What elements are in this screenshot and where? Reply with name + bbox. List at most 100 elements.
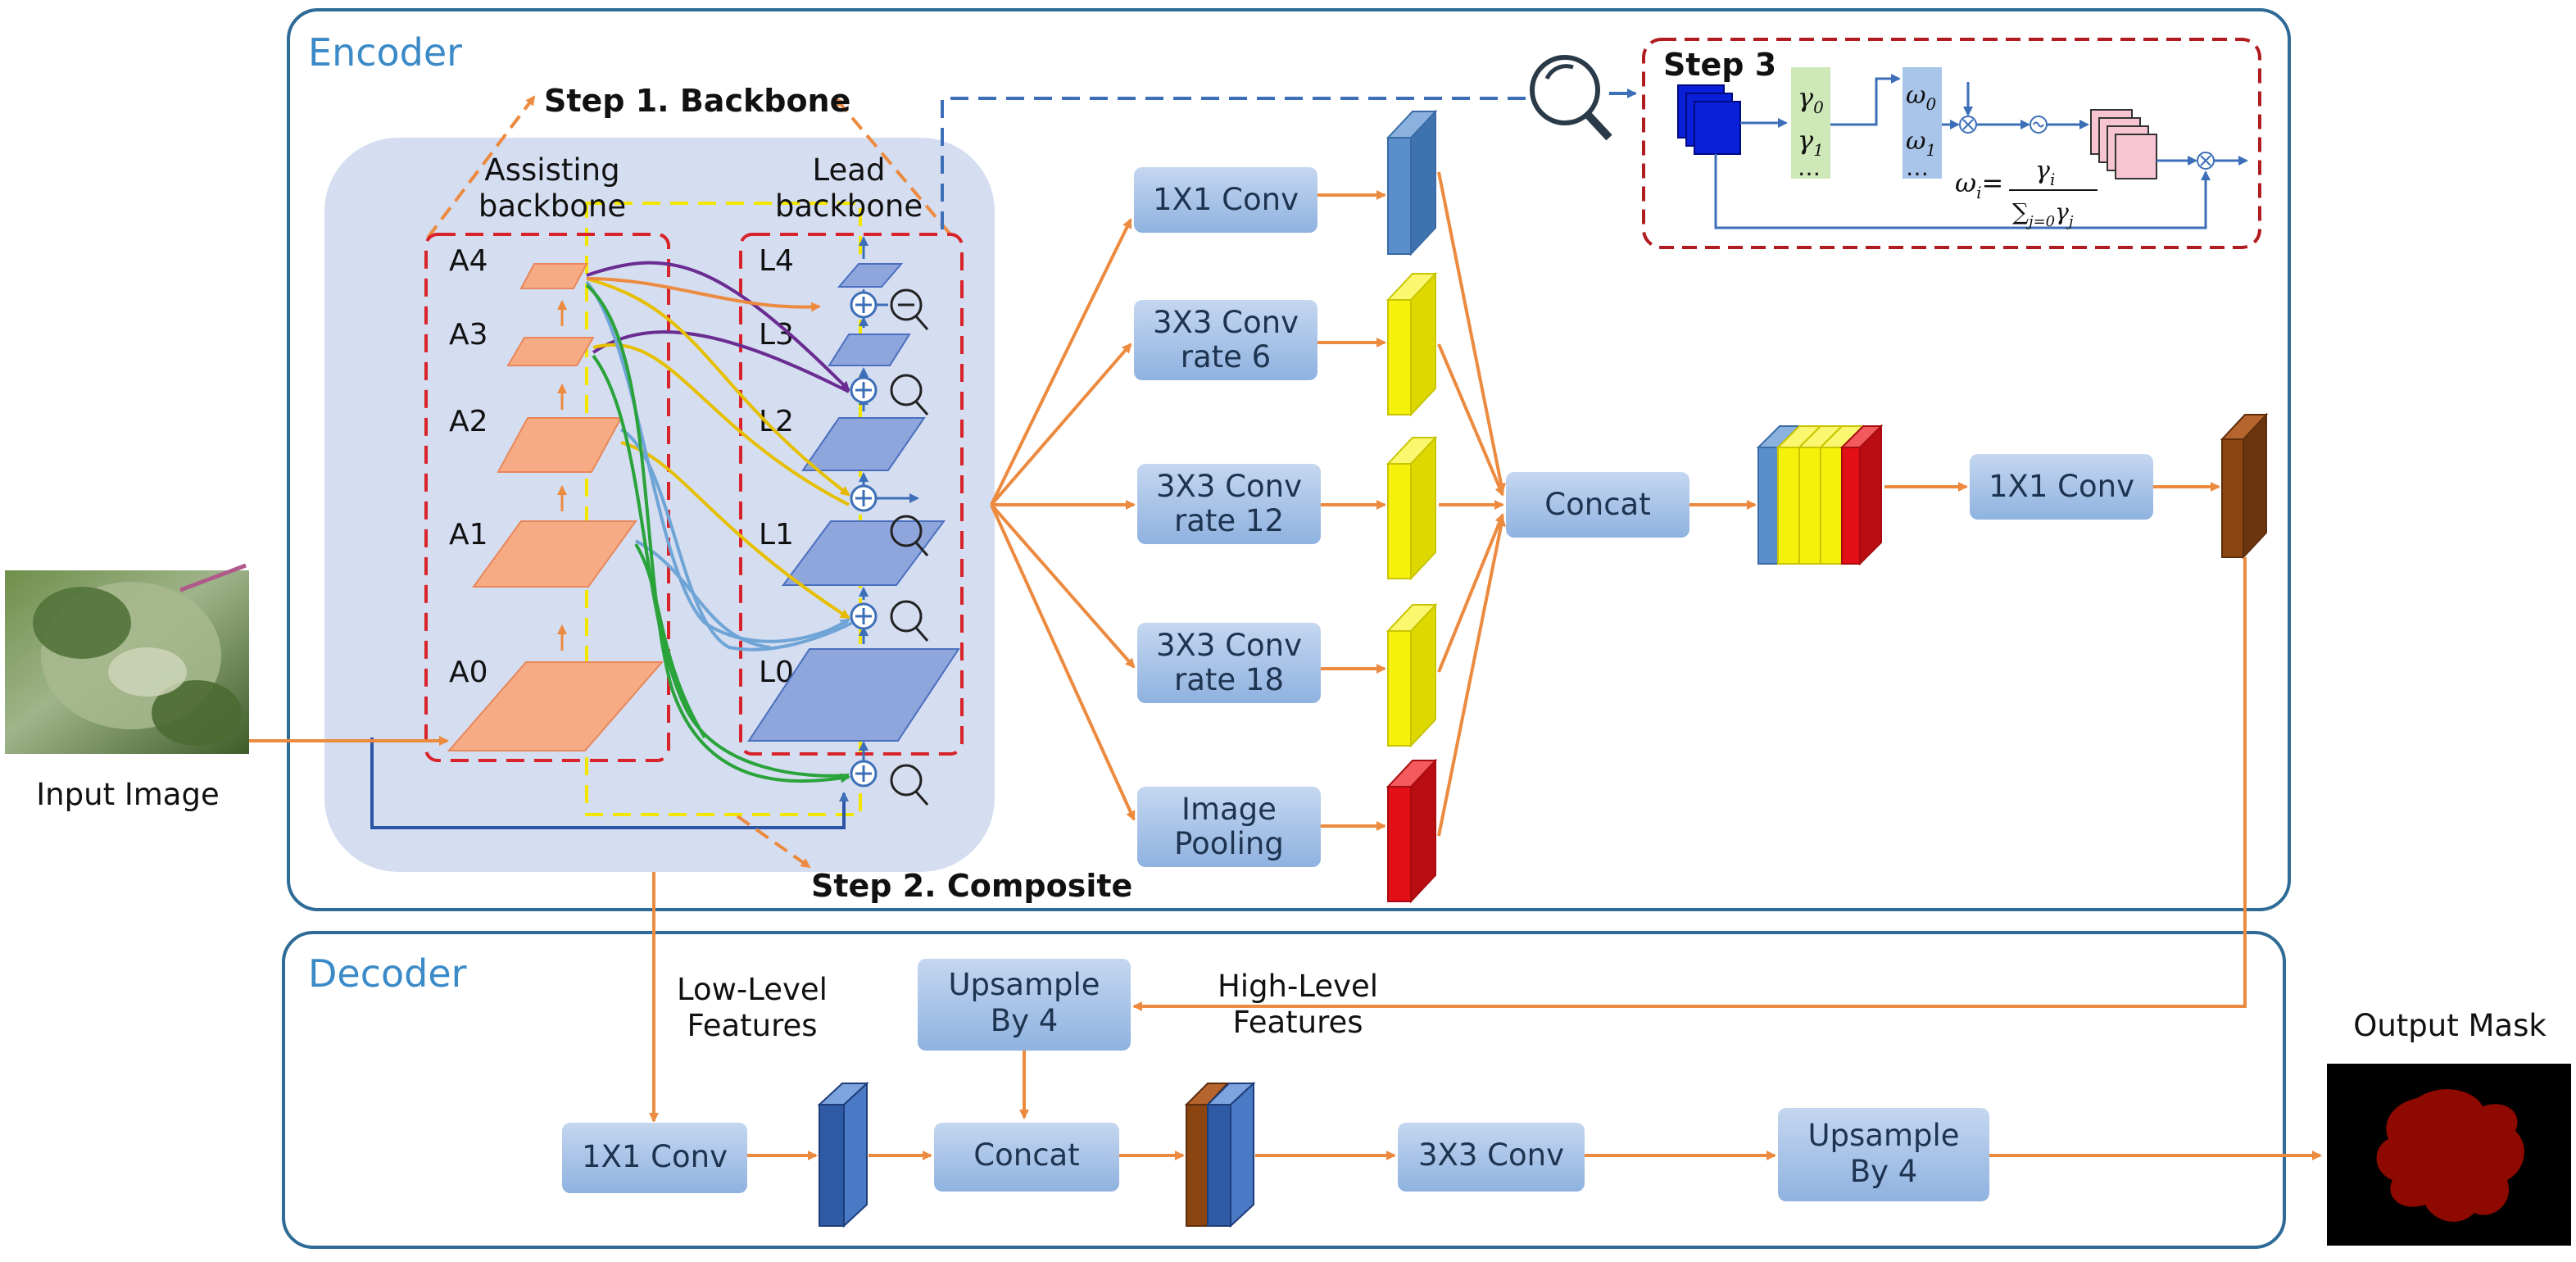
feature-bar-red — [1386, 758, 1438, 904]
formula-lhs: ωi= — [1955, 167, 2003, 202]
decoder-stacked-bars — [1184, 1081, 1256, 1228]
aspp-rate6-box — [1134, 300, 1317, 380]
composite-nodes — [850, 291, 878, 788]
input-image — [5, 563, 249, 754]
decoder-concat-label: Concat — [973, 1137, 1079, 1173]
plate-a3 — [506, 337, 595, 366]
conn-purple-1 — [586, 261, 850, 392]
decoder-concat-box — [934, 1123, 1119, 1192]
feature-bar-blue — [1386, 109, 1438, 256]
bypass-path — [370, 738, 849, 829]
plate-l3 — [828, 334, 911, 366]
encoder-panel — [287, 8, 2291, 911]
low-level-label-1: Low-Level — [677, 972, 828, 1007]
level-label-a1: A1 — [449, 518, 488, 552]
decoder-upsample-top-box — [918, 959, 1131, 1051]
step3-box — [1642, 38, 2261, 249]
aspp-conv1x1-label: 1X1 Conv — [1153, 182, 1299, 217]
high-level-label-1: High-Level — [1218, 969, 1378, 1004]
decoder-panel — [282, 931, 2286, 1249]
magnifier-icon-top — [890, 288, 929, 330]
assisting-backbone-title-1: Assisting — [484, 152, 619, 188]
decoder-title: Decoder — [308, 951, 467, 996]
decoder-upsample-top-label-2: By 4 — [991, 1003, 1059, 1038]
aspp-out-arrows — [1317, 190, 1386, 831]
composite-connections — [585, 261, 853, 783]
aspp-rate12-label-2: rate 12 — [1174, 503, 1284, 538]
decoder-upsample-bottom-box — [1778, 1108, 1989, 1201]
plate-a4 — [519, 263, 588, 289]
gamma0-symbol: γ0 — [1798, 82, 1824, 117]
formula-denominator: ∑j=0γj — [2012, 198, 2074, 230]
high-level-label-2: Features — [1232, 1005, 1363, 1040]
feature-bar-yellow-2 — [1386, 435, 1438, 581]
step3-magnifier-icon — [1530, 55, 1612, 141]
aspp-rate18-label-1: 3X3 Conv — [1156, 628, 1302, 663]
decoder-conv3x3-label: 3X3 Conv — [1418, 1137, 1564, 1173]
step2-label: Step 2. Composite — [811, 868, 1132, 904]
encoder-post-conv-label: 1X1 Conv — [1989, 469, 2134, 504]
input-image-label: Input Image — [36, 777, 219, 812]
level-label-l1: L1 — [759, 518, 794, 552]
assisting-plates — [447, 263, 664, 751]
aspp-rate12-box — [1137, 464, 1321, 544]
decoder-conv1x1-label: 1X1 Conv — [582, 1139, 728, 1174]
conn-green-1 — [585, 284, 850, 783]
lead-plates — [747, 263, 960, 742]
output-mask-image — [2327, 1064, 2571, 1246]
magnifier-icon-bottom — [890, 764, 929, 806]
aspp-pooling-label-1: Image — [1181, 792, 1277, 827]
aspp-rate6-label-1: 3X3 Conv — [1153, 305, 1299, 340]
composite-node-top — [850, 291, 878, 319]
omega0-symbol: ω0 — [1906, 81, 1936, 114]
magnifier-icons — [890, 288, 929, 806]
plate-a1 — [472, 520, 637, 588]
aspp-rate12-label-1: 3X3 Conv — [1156, 469, 1302, 504]
encoder-output-bar — [2220, 412, 2269, 560]
conn-yellow-1 — [586, 277, 850, 497]
composite-node-l2 — [850, 484, 878, 512]
low-level-label-2: Features — [687, 1008, 817, 1043]
composite-node-l0 — [850, 760, 878, 788]
aspp-pooling-label-2: Pooling — [1174, 826, 1284, 861]
decoder-conv1x1-box — [562, 1123, 747, 1193]
lead-backbone-title-1: Lead — [813, 152, 886, 188]
omega1-symbol: ω1 — [1906, 127, 1936, 160]
stacked-features — [1756, 424, 1884, 566]
level-label-a2: A2 — [449, 405, 488, 438]
conn-green-3 — [634, 542, 706, 739]
plate-l1 — [782, 520, 946, 586]
magnifier-icon-l3 — [890, 374, 929, 415]
assisting-backbone-title-2: backbone — [478, 188, 626, 224]
conn-lightblue-1 — [585, 280, 850, 643]
plate-l0 — [747, 648, 960, 742]
gamma-box — [1791, 67, 1830, 179]
aspp-fanout — [990, 218, 1136, 821]
plate-l2 — [801, 417, 926, 471]
aspp-boxes: 1X1 Conv 3X3 Conv rate 6 3X3 Conv rate 1… — [1134, 167, 1321, 867]
decoder-low-level-bar — [817, 1081, 869, 1228]
lead-backbone-box — [739, 233, 964, 756]
omega-box — [1903, 67, 1942, 179]
omega-dots: … — [1906, 154, 1929, 181]
encoder-concat-label: Concat — [1544, 487, 1650, 522]
aspp-pooling-box — [1137, 787, 1321, 867]
level-label-a3: A3 — [449, 318, 488, 352]
step1-pointers — [426, 95, 952, 239]
encoder-post-conv-box — [1970, 454, 2153, 520]
conn-orange-1 — [586, 277, 821, 312]
step3-dashed-link — [941, 97, 1527, 229]
aspp-feature-bars — [1386, 109, 1438, 904]
conn-green-2 — [592, 354, 850, 778]
decoder-conv3x3-box — [1398, 1123, 1585, 1192]
aspp-conv1x1-box — [1134, 167, 1317, 233]
step1-label: Step 1. Backbone — [544, 83, 850, 119]
decoder-upsample-bottom-label-1: Upsample — [1807, 1118, 1959, 1153]
output-mask-label: Output Mask — [2353, 1008, 2547, 1043]
encoder-concat-box — [1506, 472, 1689, 538]
high-level-arrow — [1132, 557, 2247, 1011]
feature-bar-yellow-3 — [1386, 602, 1438, 748]
level-label-l4: L4 — [759, 244, 794, 278]
